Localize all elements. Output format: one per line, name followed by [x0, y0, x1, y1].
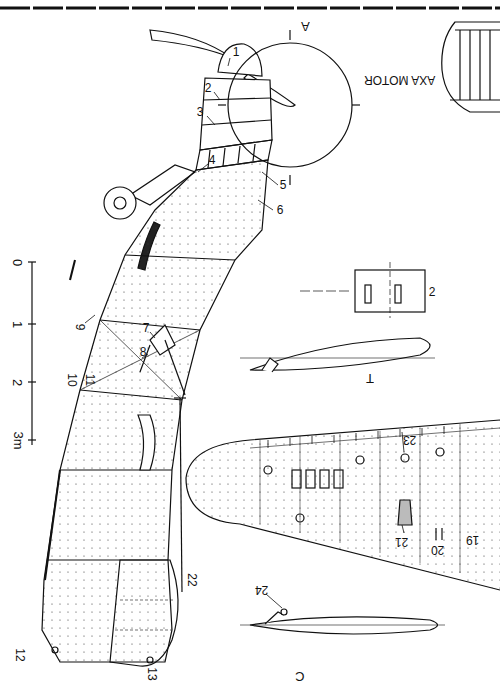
callout-number: 3 [197, 106, 204, 118]
callout-number: A [301, 20, 310, 33]
callout-number: 2 [429, 286, 436, 298]
fuselage [42, 160, 268, 662]
callout-number: 11 [84, 374, 96, 386]
scale-number: 1 [11, 320, 24, 327]
dimension-line [180, 398, 182, 592]
leader-lines [85, 58, 404, 608]
callout-number: 8 [140, 346, 147, 358]
callout-number: 12 [14, 648, 26, 661]
scale-number: 3m [12, 431, 25, 449]
callout-number: 7 [143, 322, 150, 334]
callout-number: 19 [466, 534, 479, 546]
callout-number: 4 [209, 154, 216, 166]
callout-number: 6 [277, 204, 284, 216]
callout-number: C [295, 670, 304, 683]
tail-fin [52, 560, 178, 666]
callout-number: 9 [74, 324, 86, 331]
panel-detail [300, 262, 425, 318]
callout-number: 2 [205, 82, 212, 94]
scale-number: 0 [11, 258, 24, 265]
callout-number: 21 [395, 536, 408, 548]
callout-number: 5 [280, 179, 287, 191]
border-line [0, 7, 500, 10]
callout-number: T [366, 372, 374, 385]
wing-planform [186, 420, 500, 590]
stabilizer-detail [442, 22, 500, 112]
callout-number: 23 [403, 434, 416, 446]
scale-number: 2 [11, 378, 24, 385]
callout-number: 20 [431, 544, 444, 556]
fuselage-section [218, 30, 360, 185]
section-label: AXA MOTOR [364, 74, 435, 86]
scale-bar [28, 262, 36, 445]
engine-cowling [196, 78, 272, 170]
callout-number: 1 [233, 46, 240, 58]
callout-number: 22 [186, 573, 198, 586]
landing-gear [140, 325, 185, 395]
callout-number: 10 [66, 373, 78, 386]
callout-number: 24 [255, 584, 268, 596]
callout-number: 13 [146, 667, 158, 680]
